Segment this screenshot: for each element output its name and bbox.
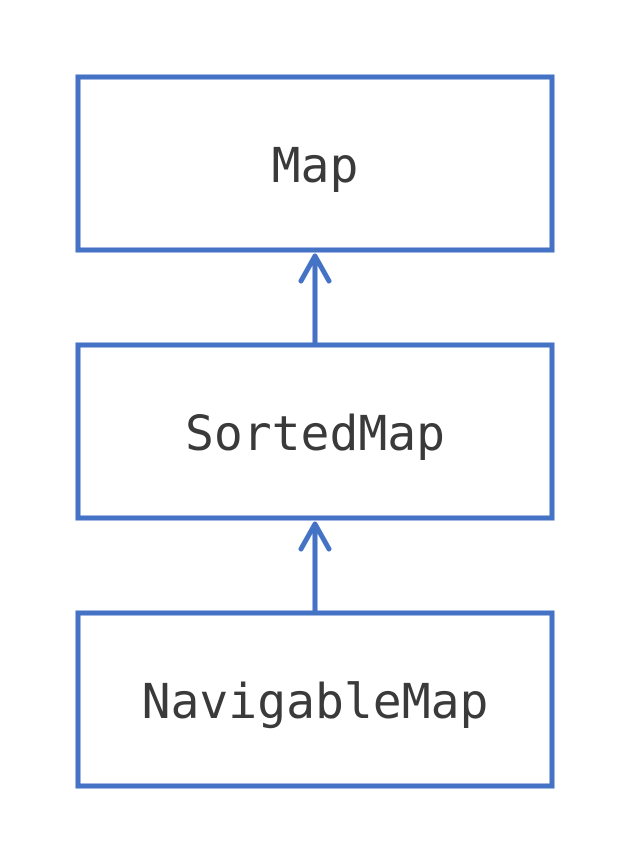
node-map-label: Map [272, 138, 359, 194]
node-sortedmap: SortedMap [75, 342, 555, 521]
node-sortedmap-label: SortedMap [185, 406, 445, 462]
node-navigablemap: NavigableMap [75, 610, 555, 789]
node-navigablemap-box [75, 610, 555, 789]
node-navigablemap-label: NavigableMap [142, 674, 489, 730]
edge-sortedmap-to-map [298, 253, 332, 345]
node-map: Map [75, 74, 555, 253]
arrowhead-icon [298, 253, 332, 284]
edge-navigablemap-to-sortedmap [298, 521, 332, 613]
node-sortedmap-box [75, 342, 555, 521]
arrowhead-icon [298, 521, 332, 552]
node-map-box [75, 74, 555, 253]
